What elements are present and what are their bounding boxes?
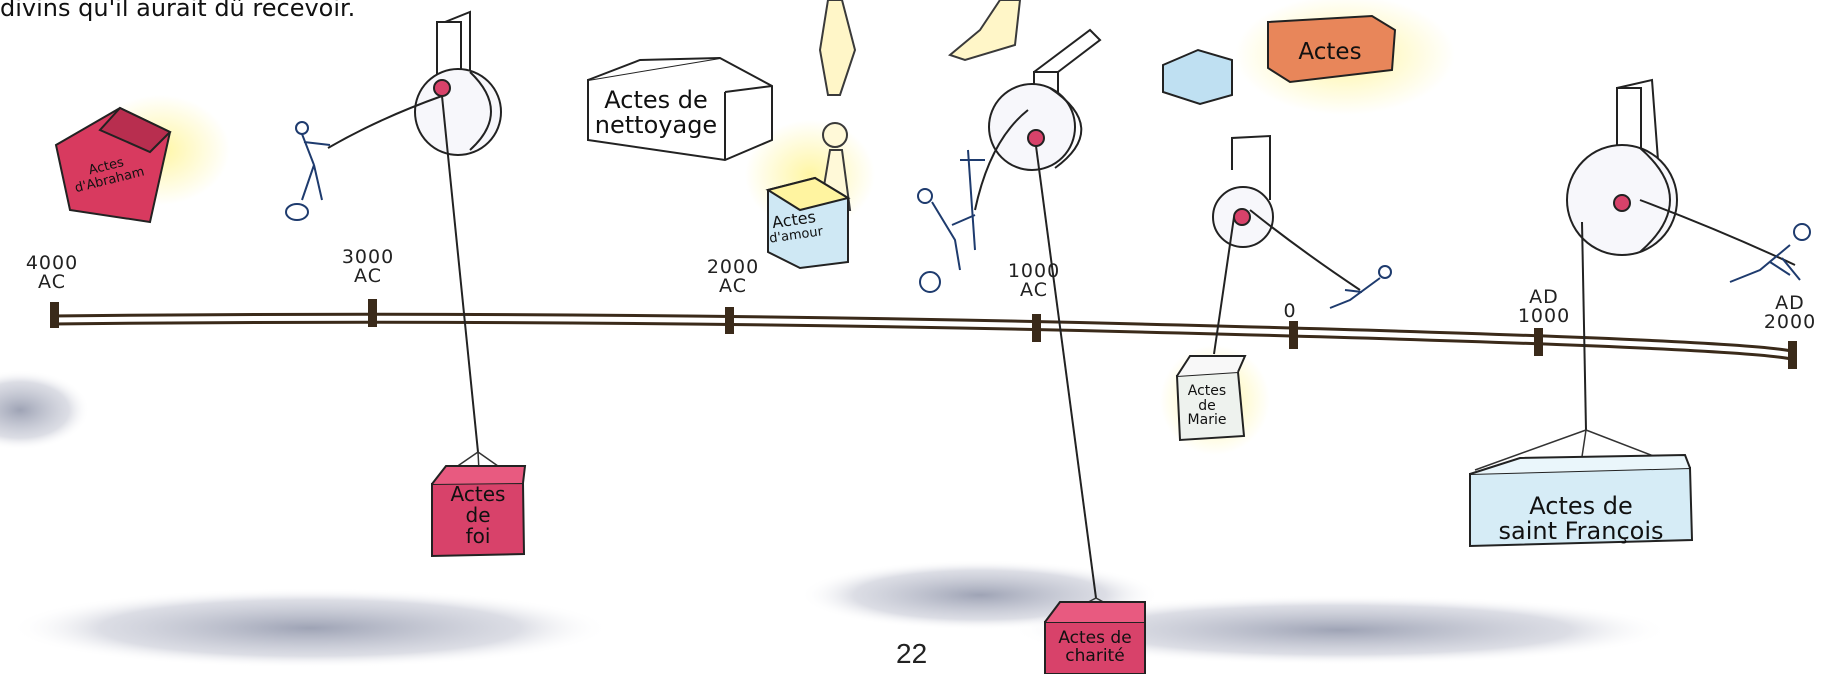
box-francois (1469, 453, 1694, 548)
figure-marie-pull (1329, 265, 1392, 309)
timeline-mark-4000ac: 4000 AC (25, 252, 79, 293)
timeline-mark-1000ac: 1000 AC (1007, 260, 1061, 301)
page-number: 22 (896, 638, 928, 669)
ground-patch (10, 588, 610, 668)
box-label-nettoyage: Actes de nettoyage (594, 86, 718, 140)
ground-patch (0, 370, 90, 450)
ground-patch (1010, 595, 1670, 665)
box-foi (431, 465, 527, 558)
pulley-charity (974, 28, 1102, 599)
box-label-foi: Actes de foi (450, 482, 506, 548)
angel-top-right (947, 0, 1022, 62)
box-abraham (54, 106, 172, 224)
timeline-ticks (50, 299, 1797, 369)
figure-abraham (285, 121, 331, 221)
pulley-faith (327, 10, 502, 453)
box-small-blue (1162, 48, 1233, 106)
timeline-mark-2000ac: 2000 AC (706, 256, 760, 297)
intro-text: divins qu'il aurait dû recevoir. (0, 0, 356, 22)
angel-top-left (818, 0, 857, 96)
timeline-mark-0: 0 (1283, 300, 1297, 322)
box-actes (1267, 14, 1397, 84)
pulley-marie (1212, 134, 1361, 355)
timeline-mark-ad1000: AD 1000 (1517, 286, 1571, 327)
figure-angel-lift (917, 149, 985, 293)
box-nettoyage (587, 56, 773, 162)
pulley-francois (1566, 78, 1796, 431)
timeline-mark-ad2000: AD 2000 (1763, 292, 1817, 333)
figure-francois-pull (1729, 223, 1811, 283)
box-marie (1175, 355, 1247, 442)
box-label-actes: Actes (1298, 39, 1362, 65)
timeline-mark-3000ac: 3000 AC (341, 246, 395, 287)
box-amour (765, 176, 851, 270)
box-charite (1044, 601, 1146, 674)
box-label-charite: Actes de charité (1058, 628, 1132, 666)
box-label-marie: Actes de Marie (1187, 383, 1227, 429)
box-label-francois: Actes de saint François (1498, 492, 1664, 546)
